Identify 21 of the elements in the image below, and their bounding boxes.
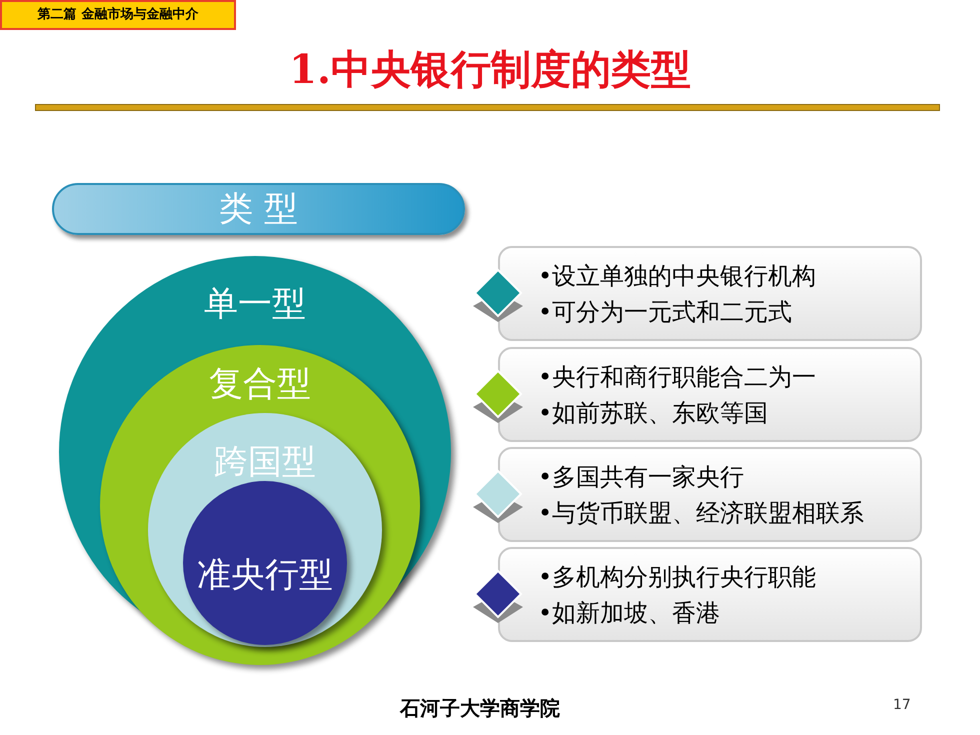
heading-pill: 类 型 — [52, 183, 465, 235]
info-card — [498, 347, 922, 442]
bullet-text: •多国共有一家央行 — [538, 462, 746, 492]
type-label: 复合型 — [209, 367, 311, 401]
type-label: 单一型 — [204, 287, 306, 321]
page-number: 17 — [893, 696, 911, 715]
bullet-text: •设立单独的中央银行机构 — [538, 260, 818, 290]
type-label: 跨国型 — [214, 445, 316, 479]
section-tag: 第二篇 金融市场与金融中介 — [0, 0, 236, 30]
bullet-text: •与货币联盟、经济联盟相联系 — [538, 498, 866, 528]
bullet-text: •多机构分别执行央行职能 — [538, 562, 818, 592]
bullet-text: •央行和商行职能合二为一 — [538, 362, 818, 392]
title: 1.中央银行制度的类型 — [288, 50, 692, 90]
type-label: 准央行型 — [197, 558, 333, 592]
bullet-text: •如前苏联、东欧等国 — [538, 398, 770, 428]
info-card — [498, 547, 922, 642]
footer-text: 石河子大学商学院 — [400, 695, 560, 722]
bullet-text: •可分为一元式和二元式 — [538, 296, 794, 326]
info-card — [498, 447, 922, 542]
info-card — [498, 246, 922, 341]
bullet-text: •如新加坡、香港 — [538, 598, 722, 628]
